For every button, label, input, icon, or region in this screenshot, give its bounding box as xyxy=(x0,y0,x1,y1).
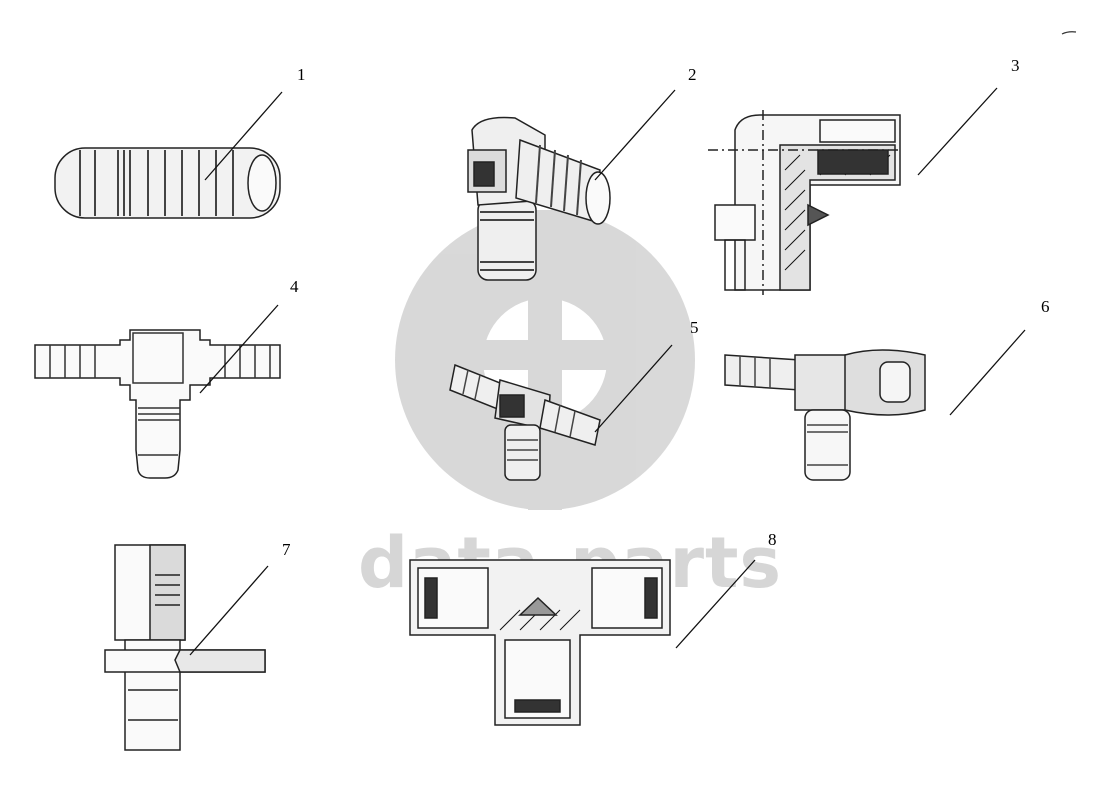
leader-lines xyxy=(189,87,1026,656)
leader-line-1 xyxy=(204,91,283,181)
corner-mark xyxy=(1061,31,1077,35)
callout-1: 1 xyxy=(297,65,306,84)
leader-line-5 xyxy=(594,344,673,433)
leader-line-8 xyxy=(675,559,756,649)
callout-8: 8 xyxy=(768,530,777,549)
callout-2: 2 xyxy=(688,65,697,84)
part-7-drawing xyxy=(104,544,266,751)
leader-line-3 xyxy=(917,87,998,176)
callout-3: 3 xyxy=(1011,56,1020,75)
leader-line-4 xyxy=(199,304,279,394)
callout-7: 7 xyxy=(282,540,291,559)
part-5-drawing xyxy=(449,363,601,481)
part-6-drawing xyxy=(724,349,926,481)
leader-line-7 xyxy=(189,565,269,656)
callout-6: 6 xyxy=(1041,297,1050,316)
leader-line-2 xyxy=(594,89,676,181)
part-4-drawing xyxy=(34,329,281,479)
watermark-logo xyxy=(395,210,695,510)
leader-line-6 xyxy=(949,329,1026,416)
part-1-drawing xyxy=(54,147,281,219)
callout-5: 5 xyxy=(690,318,699,337)
callout-4: 4 xyxy=(290,277,299,296)
part-8-drawing xyxy=(409,559,671,726)
part-2-drawing xyxy=(467,116,611,281)
part-3-drawing xyxy=(708,110,901,295)
